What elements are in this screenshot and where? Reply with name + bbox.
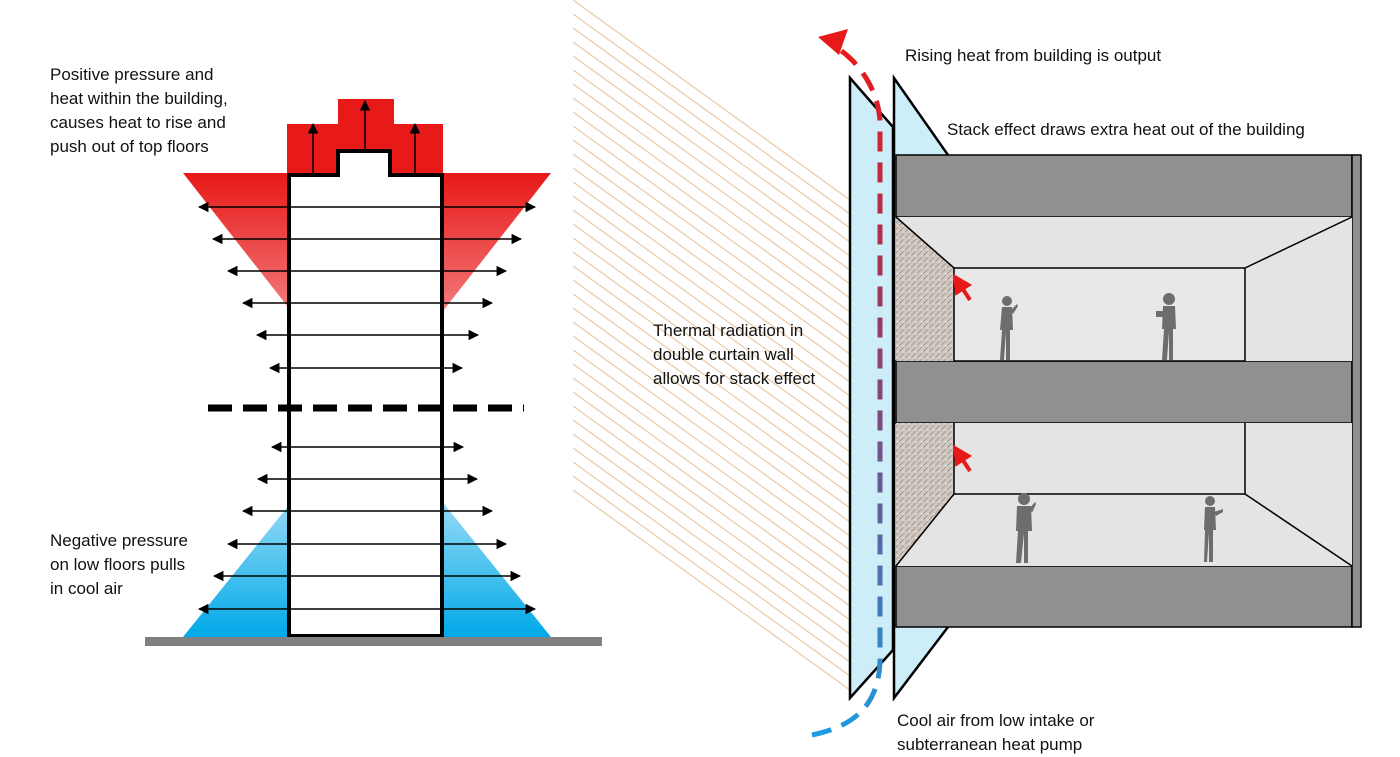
- person-icon: [1000, 296, 1018, 360]
- heat-arrow-icon: [952, 444, 973, 473]
- roof-slab: [895, 154, 1353, 218]
- person-icon: [1156, 293, 1176, 360]
- building-edge: [1351, 154, 1362, 628]
- person-icon: [1016, 493, 1036, 563]
- thermal-radiation-label: Thermal radiation in double curtain wall…: [653, 321, 816, 388]
- person-icon: [1204, 496, 1223, 562]
- pressure-arrows: [197, 201, 537, 615]
- curtain-wall-section: [811, 29, 1362, 738]
- upper-room: [895, 216, 1353, 362]
- thermal-radiation-rays: [572, 0, 851, 691]
- pressure-building-diagram: [145, 99, 602, 646]
- cool-air-label: Cool air from low intake or subterranean…: [897, 711, 1095, 754]
- negative-pressure-label: Negative pressure on low floors pulls in…: [50, 531, 188, 598]
- stack-effect-label: Stack effect draws extra heat out of the…: [947, 120, 1305, 139]
- ground-slab: [895, 565, 1353, 628]
- lower-room: [895, 423, 1353, 567]
- rising-heat-arrow-icon: [818, 29, 848, 55]
- middle-slab: [895, 360, 1353, 424]
- airflow-path: [811, 42, 883, 738]
- ground-line: [145, 637, 602, 646]
- building-outline: [287, 149, 444, 638]
- outer-glass-pane: [848, 74, 895, 702]
- positive-pressure-label: Positive pressure and heat within the bu…: [50, 65, 228, 156]
- rising-heat-label: Rising heat from building is output: [905, 46, 1162, 65]
- heat-arrow-icon: [952, 273, 973, 302]
